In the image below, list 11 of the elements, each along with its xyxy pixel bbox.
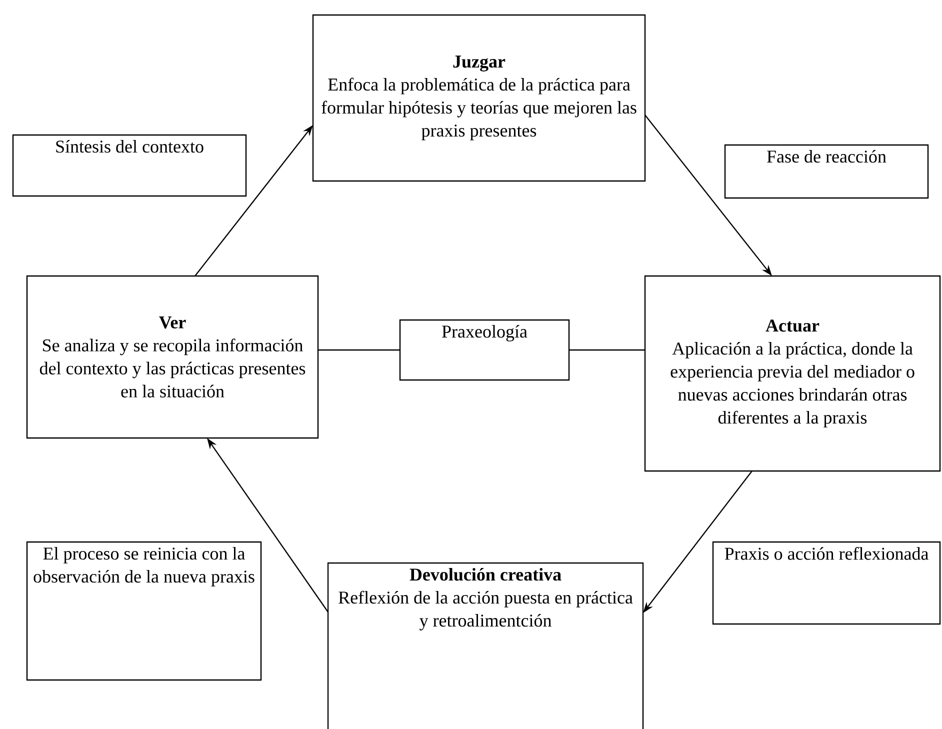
stage-box: Juzgar Enfoca la problemática de la práctica para formular hipótesis y teorías que mejoren las praxis presentes (312, 14, 646, 182)
note-box: Fase de reacción (724, 144, 929, 199)
note-box: Praxeología (399, 319, 570, 381)
stage-box: Actuar Aplicación a la práctica, donde la experiencia previa del mediador o nuevas acciones brindarán otras diferentes a la praxis (644, 275, 941, 472)
connector-line (318, 349, 400, 351)
connector-line (569, 349, 645, 351)
stage-box: Ver Se analiza y se recopila información del contexto y las prácticas presentes en la situación (26, 275, 319, 439)
note-box: Síntesis del contexto (12, 134, 247, 197)
note-box: El proceso se reinicia con la observación de la nueva praxis (26, 541, 262, 681)
note-box: Praxis o acción reflexionada (712, 541, 941, 625)
stage-box: Devolución creativa Reflexión de la acción puesta en práctica y retroalimentción (327, 562, 644, 729)
